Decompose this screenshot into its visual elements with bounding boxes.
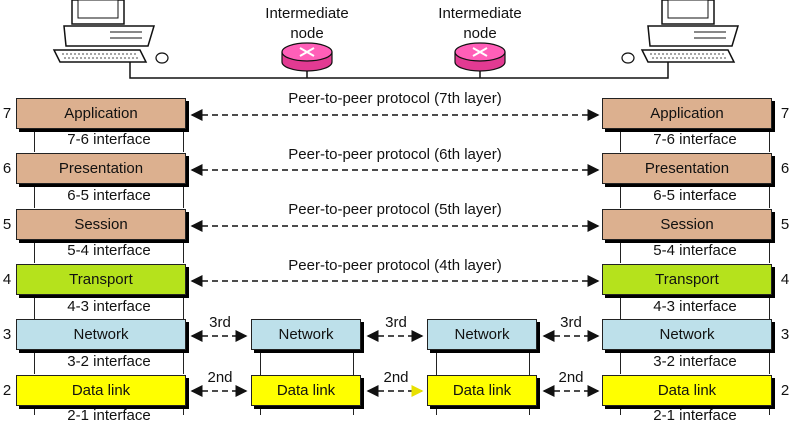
hop-label-3rd-1: 3rd xyxy=(209,314,231,331)
middle-right-interface-fill xyxy=(436,350,530,375)
left-network-layer: Network xyxy=(16,319,186,350)
layer-number-5-left: 5 xyxy=(2,216,12,233)
middle-right-interface-fill-bottom xyxy=(436,406,530,415)
layer-number-4-right: 4 xyxy=(780,271,790,288)
layer-number-7-right: 7 xyxy=(780,105,790,122)
middle-right-datalink-layer: Data link xyxy=(427,375,537,406)
right-interface-2-1: 2-1 interface xyxy=(620,406,770,424)
hop-label-2nd-2: 2nd xyxy=(383,369,409,386)
left-interface-4-3: 4-3 interface xyxy=(34,295,184,319)
layer-number-2-left: 2 xyxy=(2,382,12,399)
middle-left-interface-fill xyxy=(260,350,354,375)
left-interface-7-6: 7-6 interface xyxy=(34,128,184,152)
right-interface-4-3: 4-3 interface xyxy=(620,295,770,319)
intermediate-node-right-label: Intermediate node xyxy=(438,5,522,42)
peer-protocol-7-label: Peer-to-peer protocol (7th layer) xyxy=(288,90,502,107)
intermediate-node-left-label: Intermediate node xyxy=(265,5,349,42)
layer-number-7-left: 7 xyxy=(2,105,12,122)
middle-left-network-layer: Network xyxy=(251,319,361,350)
left-datalink-layer: Data link xyxy=(16,375,186,406)
left-interface-2-1: 2-1 interface xyxy=(34,406,184,424)
layer-number-3-right: 3 xyxy=(780,326,790,343)
middle-left-interface-fill-bottom xyxy=(260,406,354,415)
hop-label-3rd-2: 3rd xyxy=(385,314,407,331)
hop-label-2nd-3: 2nd xyxy=(558,369,584,386)
left-session-layer: Session xyxy=(16,209,186,240)
hop-label-3rd-3: 3rd xyxy=(560,314,582,331)
hop-label-2nd-1: 2nd xyxy=(207,369,233,386)
right-interface-5-4: 5-4 interface xyxy=(620,239,770,263)
layer-number-4-left: 4 xyxy=(2,271,12,288)
right-network-layer: Network xyxy=(602,319,772,350)
middle-left-datalink-layer: Data link xyxy=(251,375,361,406)
right-computer-icon xyxy=(621,0,740,64)
right-datalink-layer: Data link xyxy=(602,375,772,406)
middle-right-network-layer: Network xyxy=(427,319,537,350)
router-left-icon xyxy=(281,42,333,72)
peer-protocol-5-label: Peer-to-peer protocol (5th layer) xyxy=(288,201,502,218)
arrows xyxy=(190,109,600,397)
layer-number-6-right: 6 xyxy=(780,160,790,177)
left-transport-layer: Transport xyxy=(16,264,186,295)
right-interface-7-6: 7-6 interface xyxy=(620,128,770,152)
layer-number-2-right: 2 xyxy=(780,382,790,399)
right-interface-6-5: 6-5 interface xyxy=(620,184,770,208)
left-presentation-layer: Presentation xyxy=(16,153,186,184)
right-presentation-layer: Presentation xyxy=(602,153,772,184)
peer-protocol-6-label: Peer-to-peer protocol (6th layer) xyxy=(288,146,502,163)
left-computer-icon xyxy=(52,0,169,64)
right-interface-3-2: 3-2 interface xyxy=(620,350,770,374)
right-transport-layer: Transport xyxy=(602,264,772,295)
right-session-layer: Session xyxy=(602,209,772,240)
layer-number-6-left: 6 xyxy=(2,160,12,177)
router-right-icon xyxy=(454,42,506,72)
right-application-layer: Application xyxy=(602,98,772,129)
left-application-layer: Application xyxy=(16,98,186,129)
layer-number-5-right: 5 xyxy=(780,216,790,233)
left-interface-5-4: 5-4 interface xyxy=(34,239,184,263)
left-interface-6-5: 6-5 interface xyxy=(34,184,184,208)
layer-number-3-left: 3 xyxy=(2,326,12,343)
left-interface-3-2: 3-2 interface xyxy=(34,350,184,374)
peer-protocol-4-label: Peer-to-peer protocol (4th layer) xyxy=(288,257,502,274)
